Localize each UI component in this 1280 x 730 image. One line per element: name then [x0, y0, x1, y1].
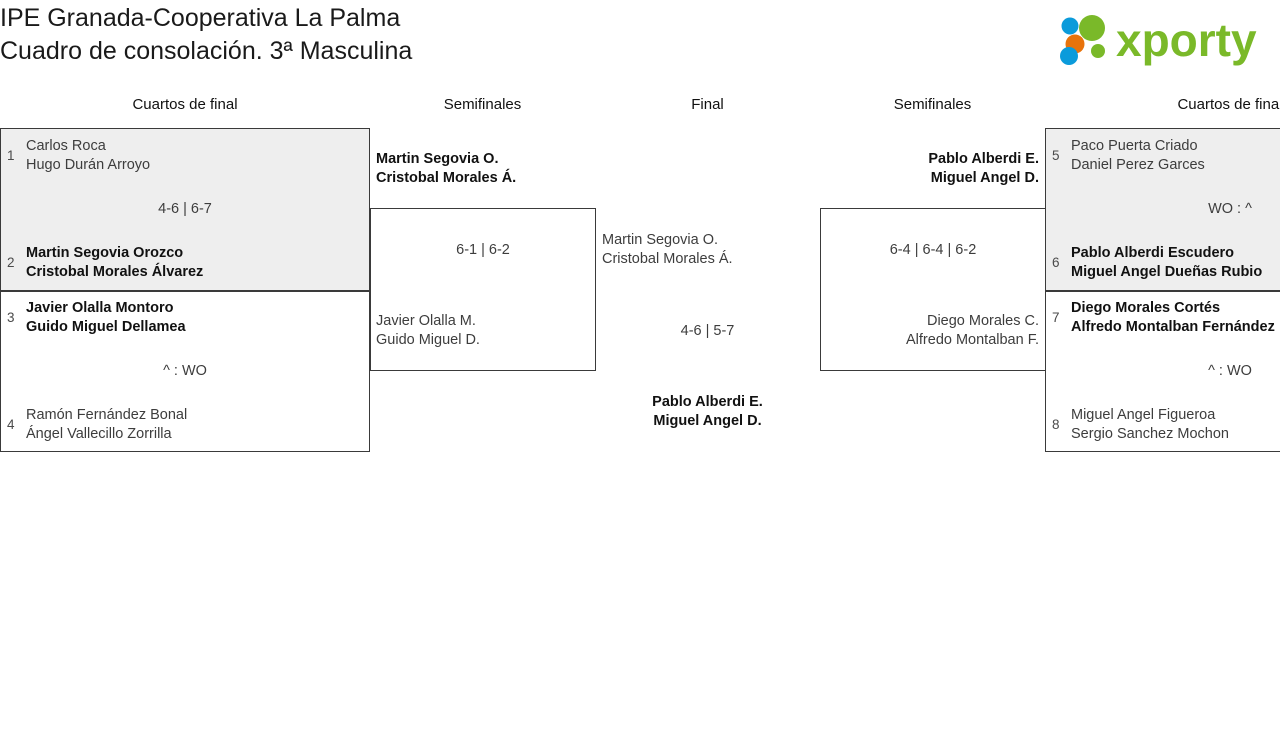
- seed-number: 1: [7, 148, 15, 163]
- round-header-quarterfinals-left: Cuartos de final: [132, 96, 238, 113]
- seed-number: 6: [1052, 255, 1060, 270]
- score-semifinal-left: 6-1 | 6-2: [456, 242, 510, 258]
- seed-number: 5: [1052, 148, 1060, 163]
- seed-number: 4: [7, 417, 15, 432]
- team-final-champion: Pablo Alberdi E. Miguel Angel D.: [652, 394, 763, 429]
- logo-dot-green-large: [1079, 15, 1105, 41]
- team-qf-left-1-top: Carlos Roca Hugo Durán Arroyo: [26, 138, 151, 173]
- tournament-category: Cuadro de consolación. 3ª Masculina: [0, 37, 413, 65]
- score-qf-right-2: ^ : WO: [1208, 363, 1252, 379]
- logo-wordmark: xporty: [1116, 14, 1257, 66]
- match-box-qf-right-1[interactable]: [1045, 128, 1280, 291]
- logo-svg: xporty: [1060, 14, 1257, 66]
- seed-number: 2: [7, 255, 15, 270]
- team-qf-right-2-bottom: Miguel Angel Figueroa Sergio Sanchez Moc…: [1071, 407, 1229, 442]
- team-semifinal-left-top: Martin Segovia O. Cristobal Morales Á.: [376, 151, 517, 186]
- match-box-semifinal-left[interactable]: [370, 208, 596, 371]
- round-header-quarterfinals-right: Cuartos de final: [1177, 96, 1280, 113]
- team-qf-right-1-top: Paco Puerta Criado Daniel Perez Garces: [1071, 138, 1205, 173]
- score-qf-right-1: WO : ^: [1208, 201, 1252, 217]
- xporty-logo[interactable]: xporty: [1048, 6, 1276, 68]
- logo-dot-blue-top: [1061, 17, 1079, 35]
- score-qf-left-2: ^ : WO: [163, 363, 207, 379]
- round-header-semifinals-left: Semifinales: [443, 96, 522, 113]
- team-qf-left-2-bottom: Ramón Fernández Bonal Ángel Vallecillo Z…: [26, 407, 188, 442]
- team-qf-right-1-bottom: Pablo Alberdi Escudero Miguel Angel Dueñ…: [1071, 245, 1263, 280]
- round-header-semifinals-right: Semifinales: [893, 96, 972, 113]
- round-header-final: Final: [691, 96, 724, 113]
- score-final: 4-6 | 5-7: [680, 323, 735, 339]
- match-box-qf-left-2[interactable]: [0, 291, 370, 452]
- logo-dot-green-small: [1091, 44, 1105, 58]
- match-box-semifinal-right[interactable]: [820, 208, 1046, 371]
- logo-dot-blue-bottom: [1060, 47, 1078, 65]
- seed-number: 7: [1052, 310, 1060, 325]
- team-semifinal-left-bottom: Javier Olalla M. Guido Miguel D.: [376, 313, 480, 348]
- match-box-qf-right-2[interactable]: [1045, 291, 1280, 452]
- seed-number: 8: [1052, 417, 1060, 432]
- team-qf-right-2-top: Diego Morales Cortés Alfredo Montalban F…: [1071, 300, 1275, 335]
- team-qf-left-2-top: Javier Olalla Montoro Guido Miguel Della…: [26, 300, 186, 335]
- score-semifinal-right: 6-4 | 6-4 | 6-2: [889, 242, 977, 258]
- score-qf-left-1: 4-6 | 6-7: [158, 201, 212, 217]
- team-final-left: Martin Segovia O. Cristobal Morales Á.: [602, 232, 733, 267]
- seed-number: 3: [7, 310, 15, 325]
- team-semifinal-right-bottom: Diego Morales C. Alfredo Montalban F.: [906, 313, 1039, 348]
- tournament-name: IPE Granada-Cooperativa La Palma: [0, 4, 401, 32]
- team-semifinal-right-top: Pablo Alberdi E. Miguel Angel D.: [928, 151, 1039, 186]
- team-qf-left-1-bottom: Martin Segovia Orozco Cristobal Morales …: [26, 245, 204, 280]
- page-title: IPE Granada-Cooperativa La Palma Cuadro …: [0, 2, 412, 68]
- match-box-qf-left-1[interactable]: [0, 128, 370, 291]
